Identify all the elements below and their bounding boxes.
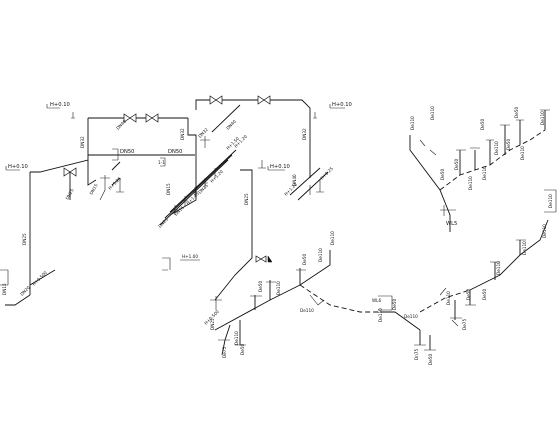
elevation-label: H+0.25: [319, 166, 334, 181]
pipe-size-label: De50: [514, 107, 519, 118]
pipe-size-label: DN40: [225, 119, 237, 131]
pipe-size-label: DN40: [292, 174, 297, 186]
pipe-size-label: De110: [318, 248, 323, 262]
elevation-label: WL5: [446, 221, 457, 227]
pipe-size-label: De110: [494, 141, 499, 155]
pipe-size-label: DN25: [210, 318, 215, 330]
pipe-size-label: De75: [222, 347, 227, 358]
pipe-label: H+0.500: [31, 270, 48, 287]
elevation-marker: H+0.10: [329, 102, 352, 109]
pipe-size-label: DN15: [89, 183, 99, 196]
pipe-size-label: De75: [462, 319, 467, 330]
elevation-label: WL6: [372, 298, 381, 303]
valve: [255, 255, 267, 263]
elevation-marker: H+0.10: [46, 102, 70, 109]
pipe-size-label: De50: [466, 289, 471, 300]
pipe-size-label: DN25: [22, 233, 27, 245]
pipe-size-label: De110: [542, 224, 547, 238]
valve: [209, 95, 223, 105]
pipe-size-label: De110: [482, 166, 487, 180]
elevation-label: H+0.10: [332, 102, 352, 108]
pipe-size-label: De110: [234, 331, 239, 345]
pipe-size-label: Dn75: [414, 348, 419, 360]
pipe-label: 1-1: [158, 160, 165, 165]
pipe-size-label: De50: [240, 344, 245, 355]
elevation-marker: H+0.10: [267, 164, 290, 171]
pipe-size-label: De50: [302, 254, 307, 265]
pipe-size-label: DN25: [65, 188, 75, 201]
pipe-size-label: De110: [404, 314, 418, 319]
pipe-size-label: De110: [410, 116, 415, 130]
pipe-size-label: De110: [548, 194, 553, 208]
pipe-size-label: De110: [522, 241, 527, 255]
pipe-size-label: De50: [440, 169, 445, 180]
pipe-size-label: DN25: [244, 193, 249, 205]
pipe-size-label: De50: [506, 139, 511, 150]
pipe-size-label: DN15: [2, 283, 7, 295]
pipe-size-label: De50: [392, 299, 397, 310]
pipe-size-label: DN32: [80, 136, 85, 148]
elevation-label: H+0.10: [270, 164, 290, 170]
pipe-size-label: De110: [496, 261, 501, 275]
drainage-system-upper: WL5 De110 De110 De50 De50 De110 De110 De…: [409, 106, 550, 232]
pipe-size-label: De110: [520, 146, 525, 160]
pipe-size-label: De50: [258, 281, 263, 292]
valve-actuator: [267, 255, 273, 263]
elevation-label: H+1.00: [182, 254, 198, 259]
elevation-marker: H+0.10: [5, 164, 28, 171]
drainage-system: De50 De110 De50 De110 De110 De110 De75 D…: [203, 189, 557, 365]
pipe-size-label: DN50: [120, 149, 134, 155]
pipe-size-label: DN15: [166, 183, 171, 195]
pipe-size-label: De110: [540, 111, 545, 125]
pipe-size-label: DN32: [180, 128, 185, 140]
pipe-size-label: De110: [446, 291, 451, 305]
pipe-size-label: De110: [378, 308, 383, 322]
pipe-size-label: De50: [454, 159, 459, 170]
water-supply-system: H+0.10 DN40 DN32 DN50 DN50 1-1 H+0.10: [0, 95, 352, 306]
pipe-size-label: De110: [300, 308, 314, 313]
pipe-size-label: De50: [480, 119, 485, 130]
elevation-label: H+0.10: [8, 164, 28, 170]
pipe-size-label: DN32: [197, 127, 209, 139]
valve: [145, 113, 159, 123]
valve: [63, 167, 77, 177]
elevation-label: H+0.10: [50, 102, 70, 108]
pipe-size-label: DN50: [168, 149, 182, 155]
pipe-size-label: De110: [430, 106, 435, 120]
pipe-size-label: De50: [482, 289, 487, 300]
pipe-size-label: De50: [428, 354, 433, 365]
valve: [123, 113, 137, 123]
pipe-size-label: DN32: [302, 128, 307, 140]
valve: [257, 95, 271, 105]
pipe-size-label: De110: [330, 231, 335, 245]
pipe-size-label: De110: [276, 281, 281, 295]
pipe-size-label: De110: [468, 176, 473, 190]
